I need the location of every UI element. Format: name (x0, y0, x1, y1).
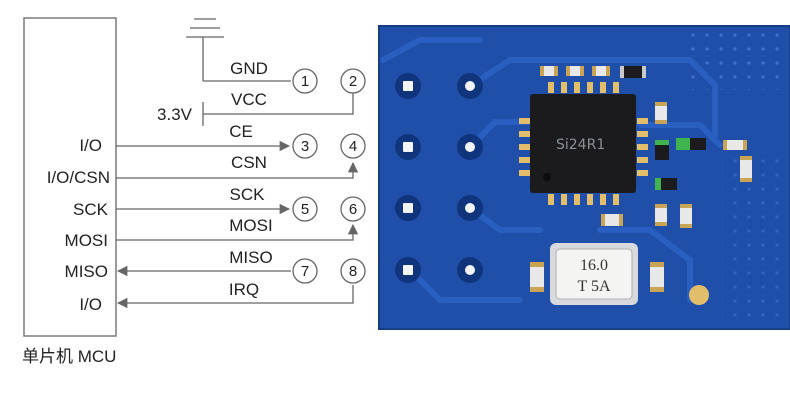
mcu-pin-miso: MISO (65, 262, 108, 281)
pin-circle-7: 7 (292, 258, 318, 284)
signal-mosi: MOSI (229, 216, 272, 235)
crystal-marking: T 5A (577, 278, 610, 295)
signal-vcc: VCC (231, 90, 267, 109)
mcu-pin-io-csn: I/O/CSN (47, 168, 110, 187)
signal-miso: MISO (229, 248, 272, 267)
mcu-pin-mosi: MOSI (65, 231, 108, 250)
mcu-box (23, 17, 117, 337)
rf-module: Si24R1 (378, 25, 790, 330)
svg-text:2: 2 (349, 73, 357, 90)
smd-components (530, 66, 752, 292)
pin-circle-5: 5 (292, 196, 318, 222)
svg-text:7: 7 (301, 263, 309, 280)
si24r1-chip (530, 94, 636, 193)
supply-voltage-label: 3.3V (157, 105, 193, 124)
via-field (690, 30, 788, 90)
header-pads (395, 73, 483, 283)
crystal-oscillator: 16.0 T 5A (550, 243, 638, 305)
pin-circle-1: 1 (292, 68, 318, 94)
svg-text:1: 1 (301, 73, 309, 90)
pin-circle-6: 6 (340, 196, 366, 222)
svg-text:8: 8 (349, 263, 357, 280)
signal-gnd: GND (230, 59, 268, 78)
mcu-pin-sck: SCK (73, 200, 109, 219)
pcb-traces (380, 37, 723, 303)
pin-circle-8: 8 (340, 258, 366, 284)
wire-csn (116, 161, 359, 179)
signal-irq: IRQ (229, 280, 259, 299)
svg-text:4: 4 (349, 138, 357, 155)
mcu-caption: 单片机 MCU (22, 347, 116, 366)
signal-csn: CSN (231, 153, 267, 172)
ground-symbol (186, 18, 291, 82)
wire-mosi (116, 223, 359, 241)
crystal-frequency: 16.0 (580, 257, 608, 274)
signal-ce: CE (229, 122, 253, 141)
pin-circle-4: 4 (340, 133, 366, 159)
pin-circle-2: 2 (340, 68, 366, 94)
chip-label: Si24R1 (556, 137, 605, 153)
mcu-pin-io-2: I/O (79, 295, 102, 314)
vcc-wire (202, 93, 354, 126)
svg-text:6: 6 (349, 201, 357, 218)
wire-irq (116, 285, 354, 309)
signal-sck: SCK (230, 185, 266, 204)
test-pad (689, 285, 709, 305)
pin-circle-3: 3 (292, 133, 318, 159)
svg-text:5: 5 (301, 201, 309, 218)
mcu-pin-io-1: I/O (79, 136, 102, 155)
svg-text:3: 3 (301, 138, 309, 155)
chip-pads (519, 82, 648, 205)
